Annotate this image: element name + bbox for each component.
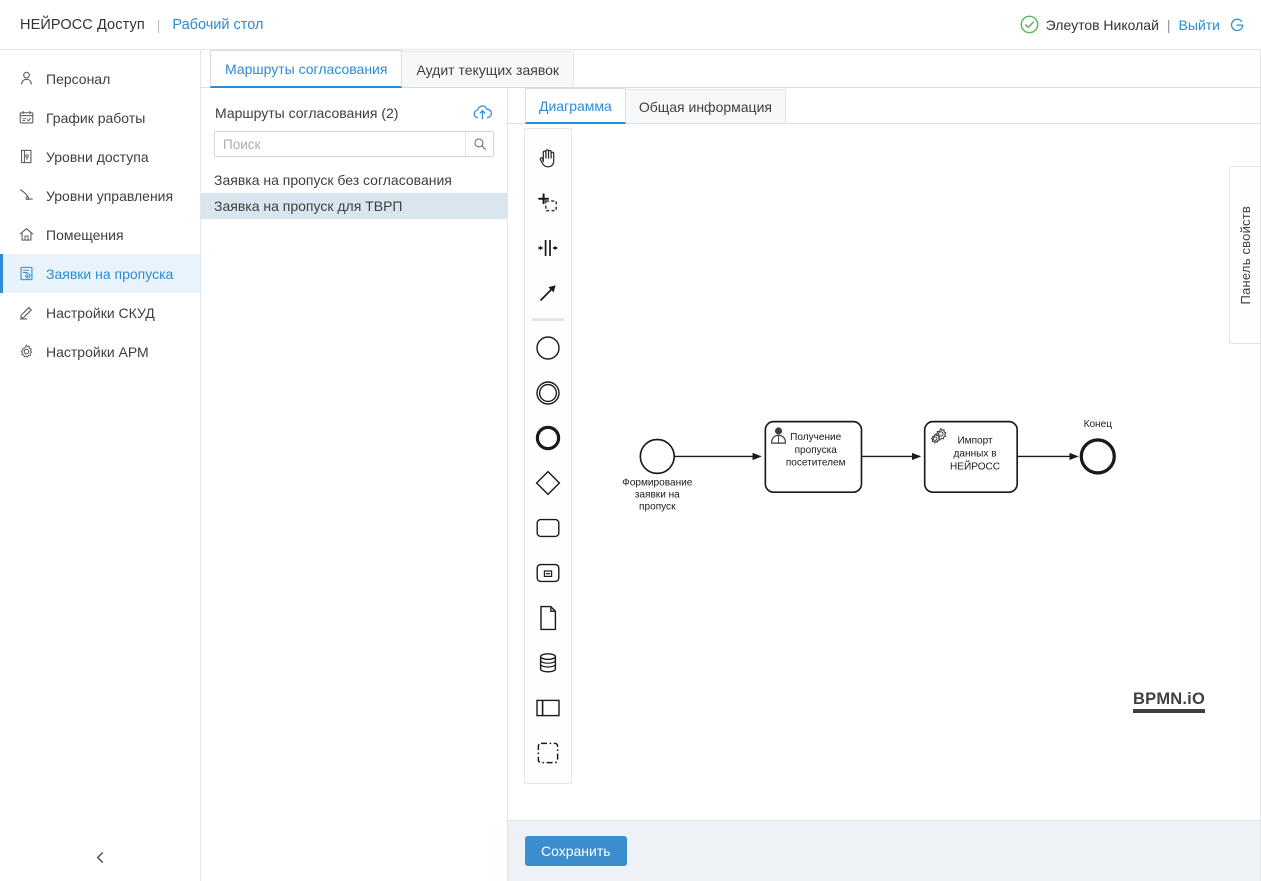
bpmn-canvas[interactable]: Панель свойств BPMN.iO xyxy=(508,124,1261,820)
gear-icon xyxy=(18,343,35,360)
sidebar-item-label: График работы xyxy=(46,110,145,126)
bpmn-task1-label-line1: Получение xyxy=(790,432,842,443)
body: Персонал График работы xyxy=(0,50,1261,881)
sidebar-nav: Персонал График работы xyxy=(0,50,200,833)
bpmn-start-label-line1: Формирование xyxy=(622,478,693,489)
route-label: Заявка на пропуск для ТВРП xyxy=(214,198,402,214)
bpmn-node-service-task[interactable]: Импорт данных в НЕЙРОСС xyxy=(925,422,1017,493)
tab-label: Аудит текущих заявок xyxy=(416,62,559,78)
calendar-icon xyxy=(18,109,35,126)
breadcrumb: НЕЙРОСС Доступ | Рабочий стол xyxy=(20,17,263,33)
bpmn-start-label-line3: пропуск xyxy=(639,502,676,513)
sidebar-item-access-levels[interactable]: Уровни доступа xyxy=(0,137,200,176)
list-item[interactable]: Заявка на пропуск для ТВРП xyxy=(201,193,507,219)
desktop-link[interactable]: Рабочий стол xyxy=(172,17,263,33)
sidebar-item-label: Заявки на пропуска xyxy=(46,266,173,282)
bpmn-start-label-line2: заявки на xyxy=(635,490,680,501)
bpmn-node-end-event[interactable]: Конец xyxy=(1081,419,1114,473)
user-name: Элеутов Николай xyxy=(1046,17,1159,33)
tab-diagram[interactable]: Диаграмма xyxy=(525,88,626,124)
sidebar-item-label: Помещения xyxy=(46,227,124,243)
sidebar-item-label: Уровни управления xyxy=(46,188,173,204)
sidebar-item-label: Персонал xyxy=(46,71,110,87)
tab-label: Маршруты согласования xyxy=(225,61,387,77)
save-button[interactable]: Сохранить xyxy=(525,836,627,866)
cloud-upload-icon[interactable] xyxy=(472,102,493,123)
access-level-icon xyxy=(18,148,35,165)
top-bar: НЕЙРОСС Доступ | Рабочий стол Элеутов Ни… xyxy=(0,0,1261,50)
tab-approval-routes[interactable]: Маршруты согласования xyxy=(210,50,402,88)
search-button[interactable] xyxy=(465,132,493,156)
sidebar-item-label: Настройки АРМ xyxy=(46,344,149,360)
control-level-icon xyxy=(18,187,35,204)
search-icon xyxy=(473,137,487,151)
tab-label: Диаграмма xyxy=(539,98,612,114)
sidebar-item-skud-settings[interactable]: Настройки СКУД xyxy=(0,293,200,332)
pass-request-icon xyxy=(18,265,35,282)
tab-label: Общая информация xyxy=(639,99,772,115)
main-tab-bar: Маршруты согласования Аудит текущих заяв… xyxy=(201,50,1261,88)
user-area: Элеутов Николай | Выйти xyxy=(1020,15,1245,34)
sidebar-item-pass-requests[interactable]: Заявки на пропуска xyxy=(0,254,200,293)
logout-icon[interactable] xyxy=(1229,17,1245,33)
bpmn-node-user-task[interactable]: Получение пропуска посетителем xyxy=(765,422,861,493)
sidebar-item-control-levels[interactable]: Уровни управления xyxy=(0,176,200,215)
sidebar-item-label: Настройки СКУД xyxy=(46,305,155,321)
routes-header: Маршруты согласования (2) xyxy=(201,88,507,131)
bpmn-task2-label-line2: данных в xyxy=(954,448,997,459)
bpmn-diagram: Формирование заявки на пропуск xyxy=(508,124,1261,820)
editor-tab-bar: Диаграмма Общая информация xyxy=(508,88,1261,124)
bpmn-node-start-event[interactable]: Формирование заявки на пропуск xyxy=(622,439,693,512)
logout-link[interactable]: Выйти xyxy=(1179,17,1220,33)
main-content: Маршруты согласования Аудит текущих заяв… xyxy=(201,50,1261,881)
tab-general-info[interactable]: Общая информация xyxy=(625,89,786,124)
home-icon xyxy=(18,226,35,243)
routes-title: Маршруты согласования (2) xyxy=(215,105,398,121)
route-label: Заявка на пропуск без согласования xyxy=(214,172,452,188)
sidebar-item-personnel[interactable]: Персонал xyxy=(0,59,200,98)
check-circle-icon xyxy=(1020,15,1039,34)
breadcrumb-separator: | xyxy=(157,17,161,33)
editor-footer: Сохранить xyxy=(508,820,1261,881)
app-brand: НЕЙРОСС Доступ xyxy=(20,17,145,33)
search-input[interactable] xyxy=(215,132,465,156)
list-item[interactable]: Заявка на пропуск без согласования xyxy=(201,167,507,193)
bpmn-end-label: Конец xyxy=(1084,419,1113,430)
routes-panel: Маршруты согласования (2) xyxy=(201,88,508,881)
sidebar-collapse-button[interactable] xyxy=(0,833,200,881)
bpmn-task2-label-line3: НЕЙРОСС xyxy=(950,459,1000,472)
search-field xyxy=(214,131,494,157)
person-icon xyxy=(18,70,35,87)
bpmn-task1-label-line2: пропуска xyxy=(795,445,838,456)
chevron-left-icon xyxy=(94,851,107,864)
tab-current-requests-audit[interactable]: Аудит текущих заявок xyxy=(401,51,574,88)
bpmn-task2-label-line1: Импорт xyxy=(957,436,993,447)
pencil-icon xyxy=(18,304,35,321)
sidebar-item-label: Уровни доступа xyxy=(46,149,149,165)
sidebar-item-rooms[interactable]: Помещения xyxy=(0,215,200,254)
user-separator: | xyxy=(1167,17,1171,33)
editor-panel: Диаграмма Общая информация xyxy=(508,88,1261,881)
bpmn-task1-label-line3: посетителем xyxy=(786,458,846,469)
sidebar-item-schedule[interactable]: График работы xyxy=(0,98,200,137)
sidebar-item-arm-settings[interactable]: Настройки АРМ xyxy=(0,332,200,371)
panes: Маршруты согласования (2) xyxy=(201,88,1261,881)
sidebar: Персонал График работы xyxy=(0,50,201,881)
